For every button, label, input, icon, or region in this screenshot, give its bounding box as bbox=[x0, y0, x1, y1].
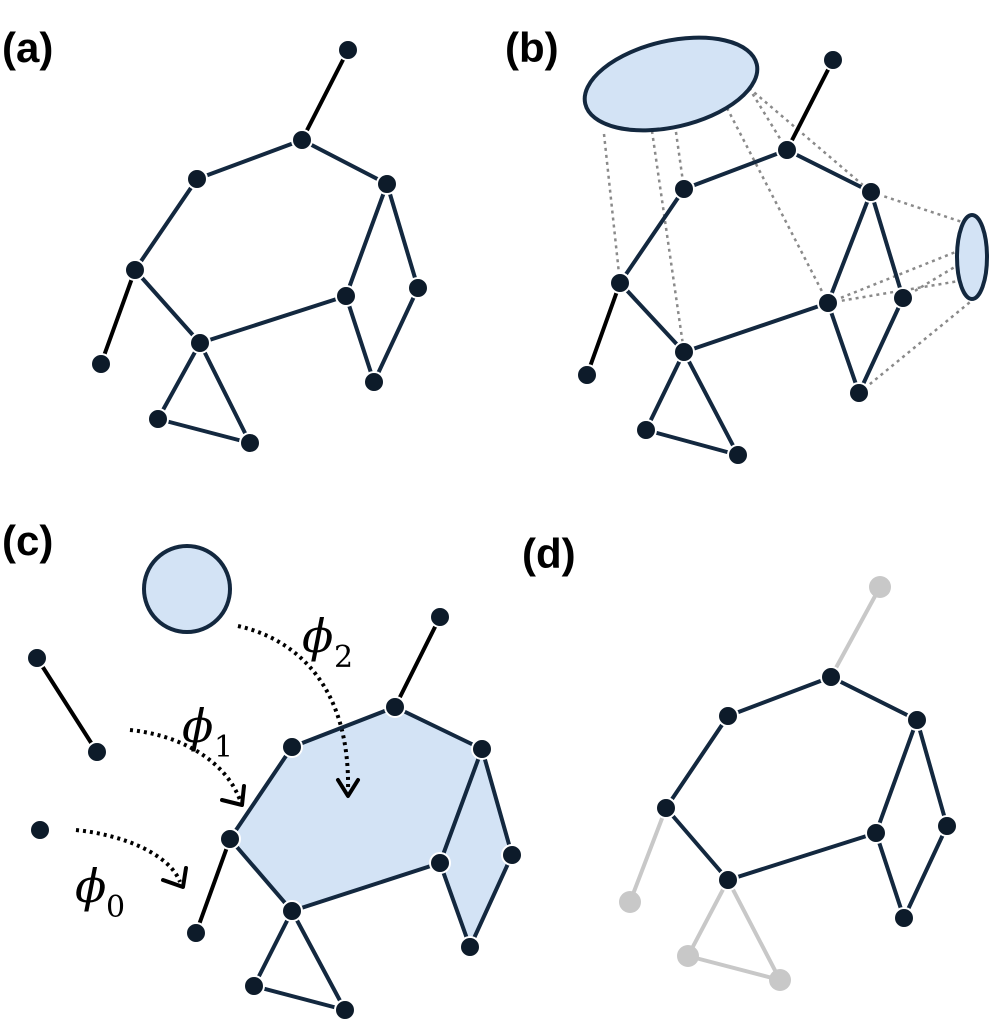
phi2-symbol: ϕ bbox=[302, 609, 333, 663]
panel-label-c: (c) bbox=[2, 517, 53, 564]
phi2-arrow bbox=[237, 624, 351, 791]
panel-c-arrows bbox=[75, 624, 351, 883]
phi1-symbol: ϕ bbox=[182, 699, 213, 753]
phi0-arrow bbox=[75, 828, 182, 883]
panel-a-edges bbox=[99, 48, 420, 445]
panel-label-a: (a) bbox=[2, 24, 53, 71]
panel-d-edges bbox=[664, 675, 949, 920]
panel-a-graph bbox=[90, 39, 429, 454]
panel-b-edges bbox=[585, 58, 905, 457]
panel-c-edges bbox=[35, 615, 514, 1012]
panel-b-connectors bbox=[602, 87, 976, 394]
panel-label-d: (d) bbox=[522, 530, 576, 577]
phi1-arrowhead bbox=[220, 784, 246, 807]
panel-a-nodes bbox=[90, 39, 429, 454]
panel-c-two-cell bbox=[142, 544, 232, 634]
panel-c-nodes bbox=[26, 606, 523, 1021]
panel-d-faded-edges bbox=[628, 585, 882, 982]
panel-d-graph bbox=[619, 576, 958, 991]
panel-b-nodes bbox=[576, 49, 914, 466]
panel-c-cell-2 bbox=[230, 707, 482, 911]
panel-c-graph: ϕ 2 ϕ 1 ϕ 0 bbox=[26, 544, 523, 1021]
phi0-symbol: ϕ bbox=[75, 859, 106, 913]
phi0-arrowhead bbox=[161, 866, 188, 889]
panel-label-b: (b) bbox=[505, 24, 559, 71]
panel-d-faded-nodes bbox=[619, 576, 891, 991]
phi2-subscript: 2 bbox=[334, 640, 353, 675]
phi1-subscript: 1 bbox=[214, 730, 233, 765]
phi0-subscript: 0 bbox=[106, 890, 125, 925]
phi2-arrowhead bbox=[336, 778, 360, 798]
panel-b-ellipse-right bbox=[955, 213, 989, 301]
panel-b-ellipse-top bbox=[582, 35, 760, 133]
phi1-arrow bbox=[129, 728, 242, 801]
panel-b-graph bbox=[576, 35, 989, 466]
panel-d-nodes bbox=[655, 666, 958, 929]
